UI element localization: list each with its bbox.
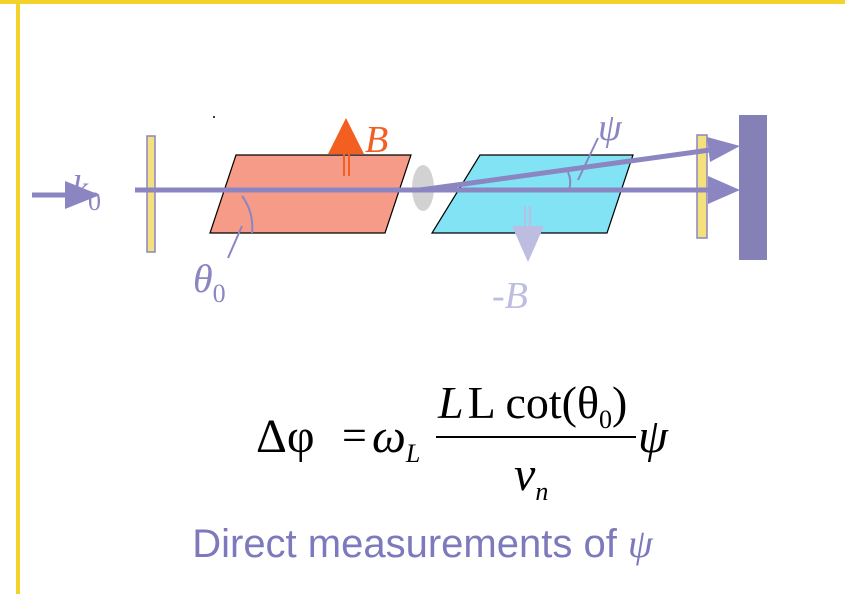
formula-numerator: LL cot(θ0) xyxy=(437,377,627,434)
k0-label: k0 xyxy=(72,168,101,216)
psi-angle-arc xyxy=(567,171,572,191)
frame-left-border xyxy=(16,0,20,594)
stray-dot xyxy=(213,116,215,118)
formula-lhs: Δφ xyxy=(256,410,315,463)
left-mirror xyxy=(146,135,156,253)
caption-text: Direct measurements of ψ xyxy=(0,520,845,567)
caption-psi-symbol: ψ xyxy=(627,521,653,566)
field-down-arrowhead xyxy=(512,226,544,262)
formula-denominator: vn xyxy=(514,448,548,506)
formula-equals: = xyxy=(342,411,367,460)
theta-angle-arc xyxy=(241,195,254,234)
formula-psi: ψ xyxy=(638,410,669,463)
b-field-label: B xyxy=(365,119,388,161)
field-up-arrowhead xyxy=(328,118,364,154)
psi-label: ψ xyxy=(598,107,623,149)
incoming-beam-arrowhead xyxy=(65,181,100,209)
minus-b-field-label: -B xyxy=(492,275,528,317)
caption-main: Direct measurements of xyxy=(192,522,628,566)
right-crystal xyxy=(430,154,634,234)
right-mirror xyxy=(696,134,708,239)
left-crystal xyxy=(209,154,412,234)
deflected-beam xyxy=(419,147,711,193)
phase-shift-formula: Δφ = ωL LL cot(θ0) vn ψ xyxy=(256,377,669,506)
psi-pointer-line xyxy=(577,137,599,181)
straight-beam-arrowhead xyxy=(708,176,740,204)
theta-pointer-line xyxy=(227,225,243,259)
frame-top-border xyxy=(0,0,845,4)
deflected-beam-arrowhead xyxy=(707,137,740,162)
theta0-label: θ0 xyxy=(193,256,226,308)
detector-screen xyxy=(739,115,767,260)
formula-omega: ωL xyxy=(372,410,420,468)
